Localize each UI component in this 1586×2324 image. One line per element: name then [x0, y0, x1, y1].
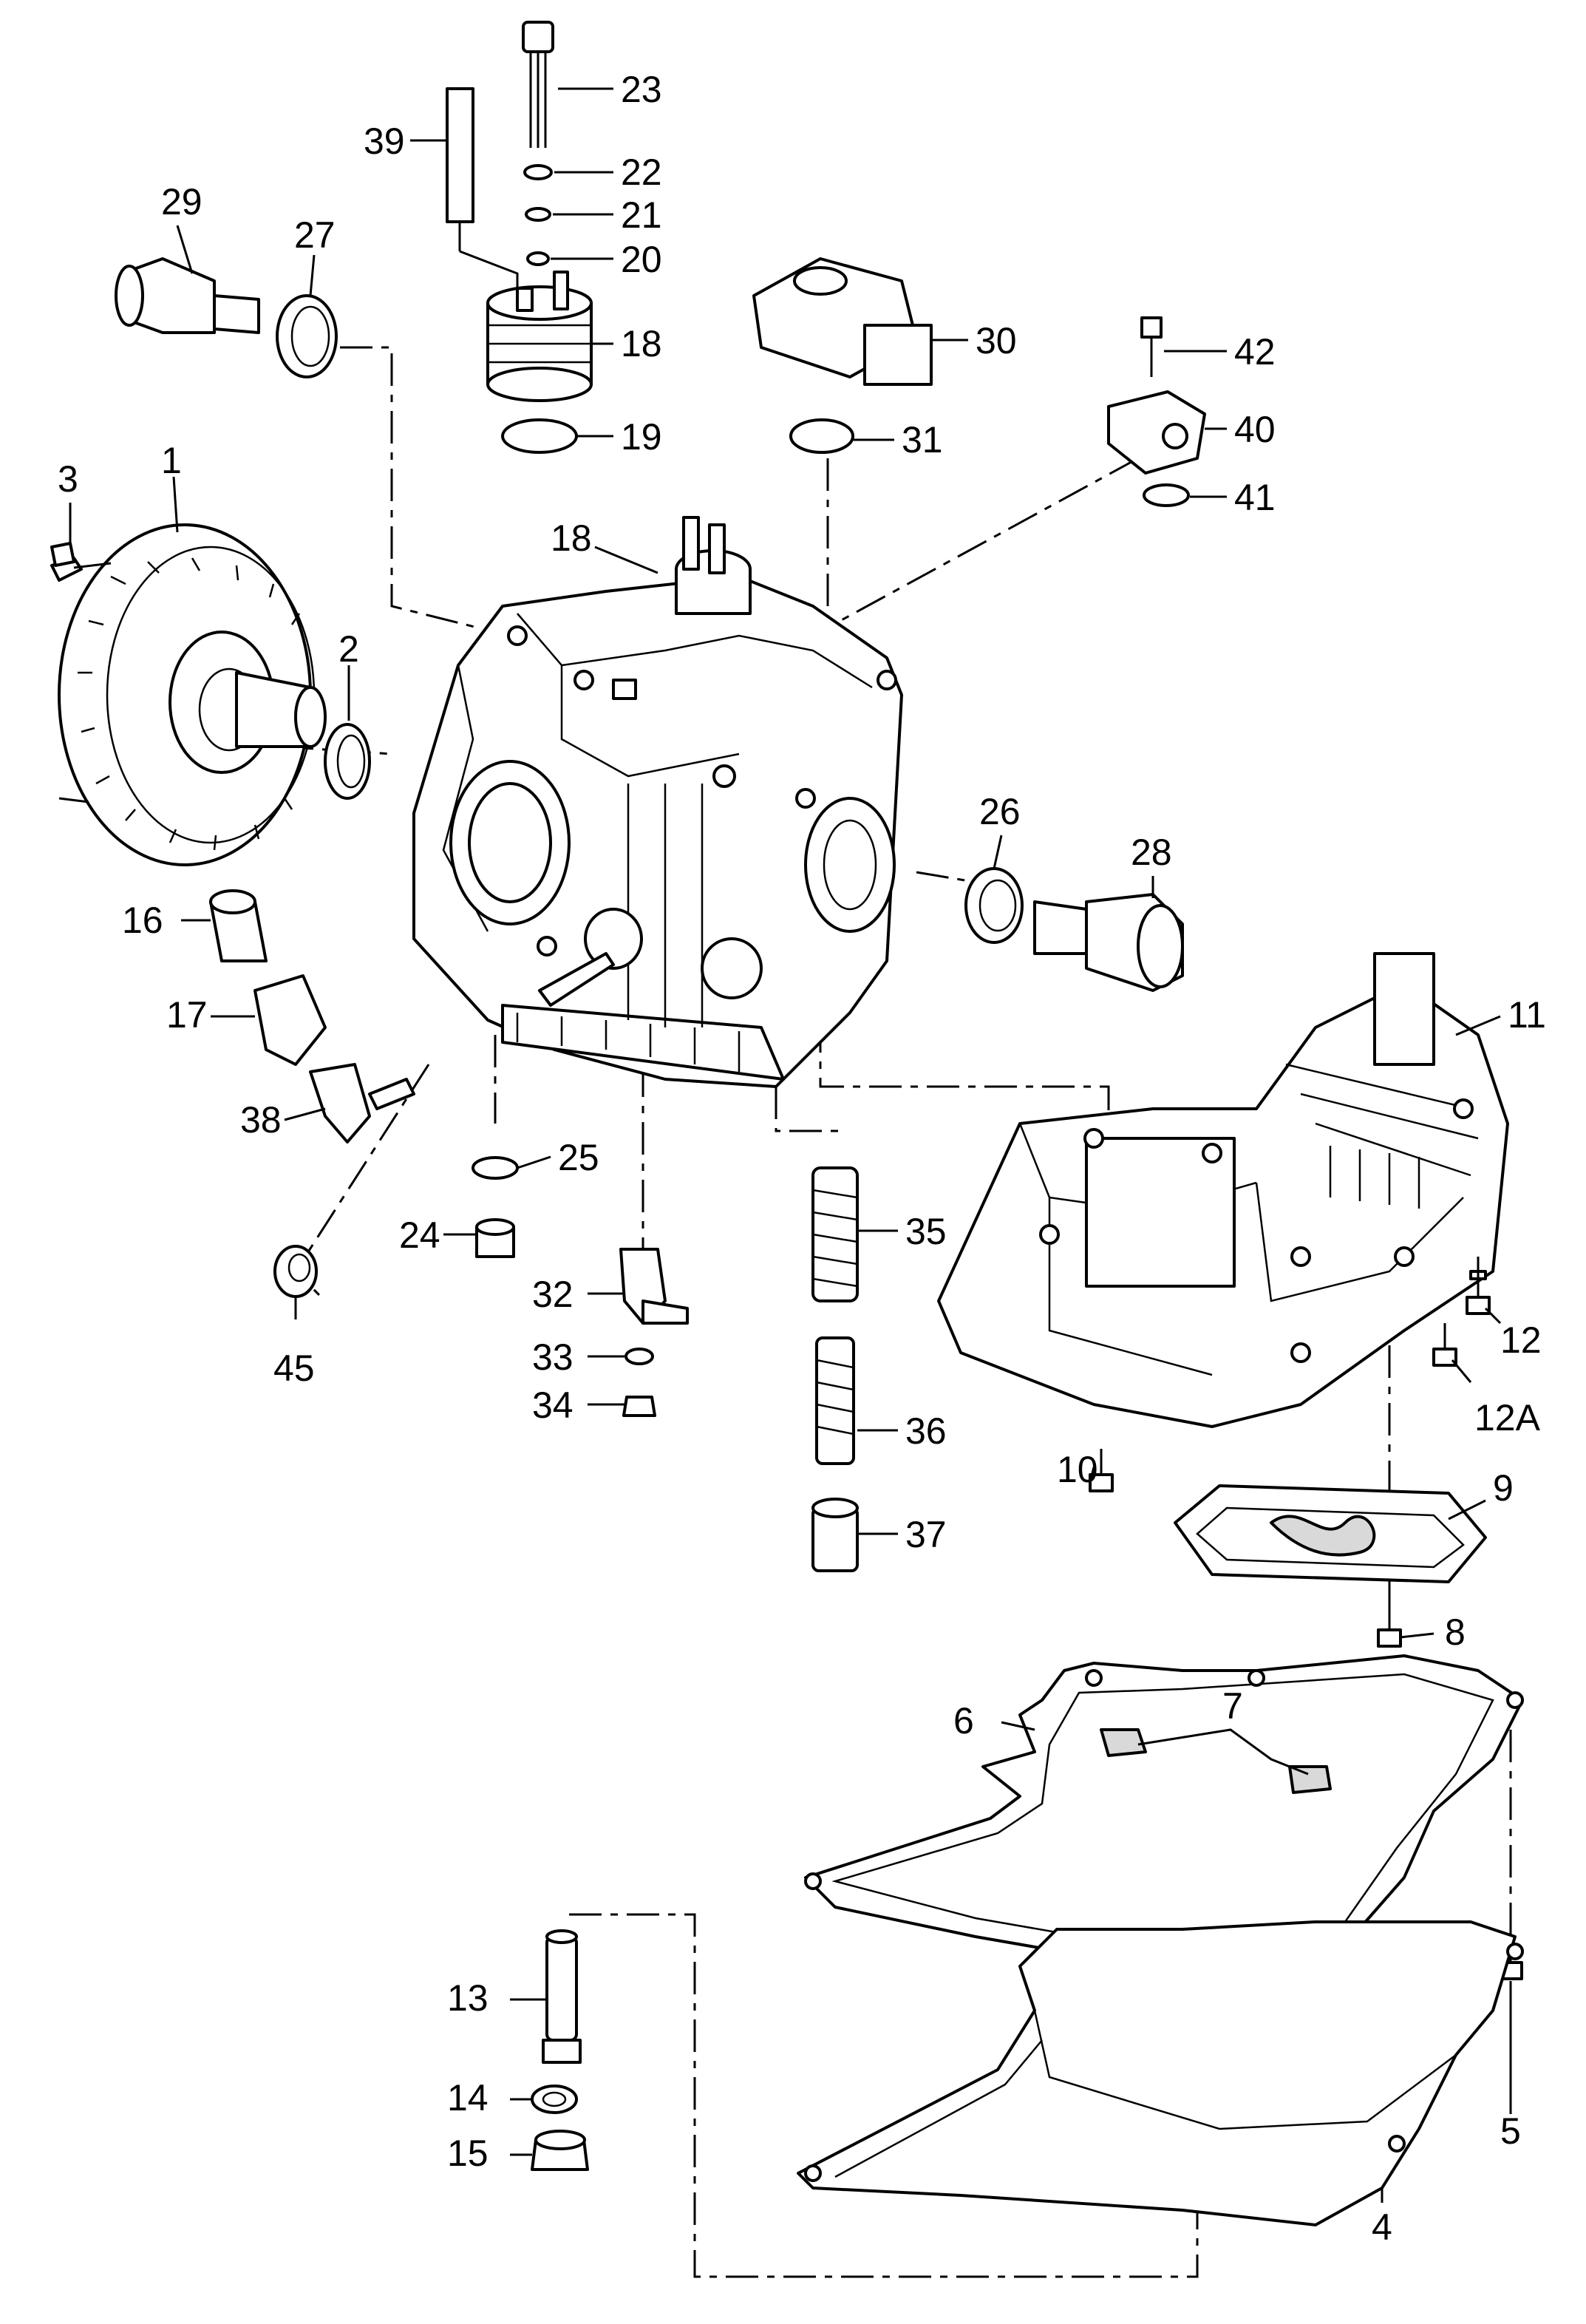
callout-32: 32	[532, 1274, 574, 1315]
callout-12: 12	[1500, 1319, 1542, 1361]
callout-13: 13	[447, 1977, 489, 2019]
springs	[811, 1166, 859, 1572]
transmission-housing	[412, 516, 903, 1088]
bolts	[1089, 1257, 1523, 1980]
callout-8: 8	[1445, 1611, 1466, 1653]
callout-14: 14	[447, 2077, 489, 2119]
callout-6: 6	[953, 1700, 974, 1742]
callout-41: 41	[1234, 477, 1276, 518]
callout-36: 36	[905, 1410, 947, 1452]
callout-22: 22	[621, 152, 662, 193]
leader-lines	[69, 87, 1512, 2203]
callout-7: 7	[1222, 1685, 1243, 1727]
callout-29: 29	[161, 181, 202, 222]
callout-labels: 1 2 3 4 5 6 7 8 9 10 11 12 12A 13 14 15 …	[58, 69, 1546, 2248]
callout-19: 19	[621, 416, 662, 458]
callout-18-top: 18	[621, 323, 662, 364]
drain-parts	[531, 1929, 589, 2171]
callout-28: 28	[1131, 832, 1172, 873]
valve-body	[937, 952, 1509, 1428]
callout-1: 1	[161, 440, 182, 481]
callout-34: 34	[532, 1384, 574, 1426]
callout-4: 4	[1372, 2206, 1392, 2248]
callout-18-bottom: 18	[551, 517, 592, 559]
torque-converter	[50, 523, 327, 866]
filter	[1174, 1484, 1487, 1583]
callout-23: 23	[621, 69, 662, 110]
callout-12a: 12A	[1474, 1397, 1541, 1438]
callout-30: 30	[976, 320, 1017, 361]
callout-2: 2	[338, 628, 359, 670]
callout-39: 39	[364, 120, 405, 162]
callout-27: 27	[294, 214, 336, 256]
callout-5: 5	[1500, 2110, 1521, 2152]
callout-33: 33	[532, 1336, 574, 1378]
callout-20: 20	[621, 239, 662, 280]
callout-40: 40	[1234, 409, 1276, 450]
callout-15: 15	[447, 2133, 489, 2174]
callout-38: 38	[240, 1099, 282, 1141]
callout-25: 25	[558, 1137, 599, 1178]
callout-17: 17	[166, 994, 208, 1036]
callout-42: 42	[1234, 331, 1276, 373]
oil-pan	[797, 1920, 1524, 2226]
callout-31: 31	[902, 419, 943, 461]
small-parts-left	[50, 542, 415, 1298]
callout-11: 11	[1508, 994, 1546, 1036]
callout-37: 37	[905, 1514, 947, 1555]
callout-45: 45	[273, 1348, 315, 1389]
callout-24: 24	[399, 1214, 440, 1256]
callout-3: 3	[58, 458, 78, 500]
callout-21: 21	[621, 194, 662, 236]
callout-26: 26	[979, 791, 1021, 832]
callout-9: 9	[1493, 1467, 1514, 1509]
top-parts	[115, 21, 1206, 507]
callout-35: 35	[905, 1211, 947, 1252]
small-parts-center	[472, 1156, 689, 1417]
callout-16: 16	[122, 900, 163, 941]
shaft-parts-right	[964, 867, 1184, 992]
callout-10: 10	[1057, 1449, 1098, 1490]
